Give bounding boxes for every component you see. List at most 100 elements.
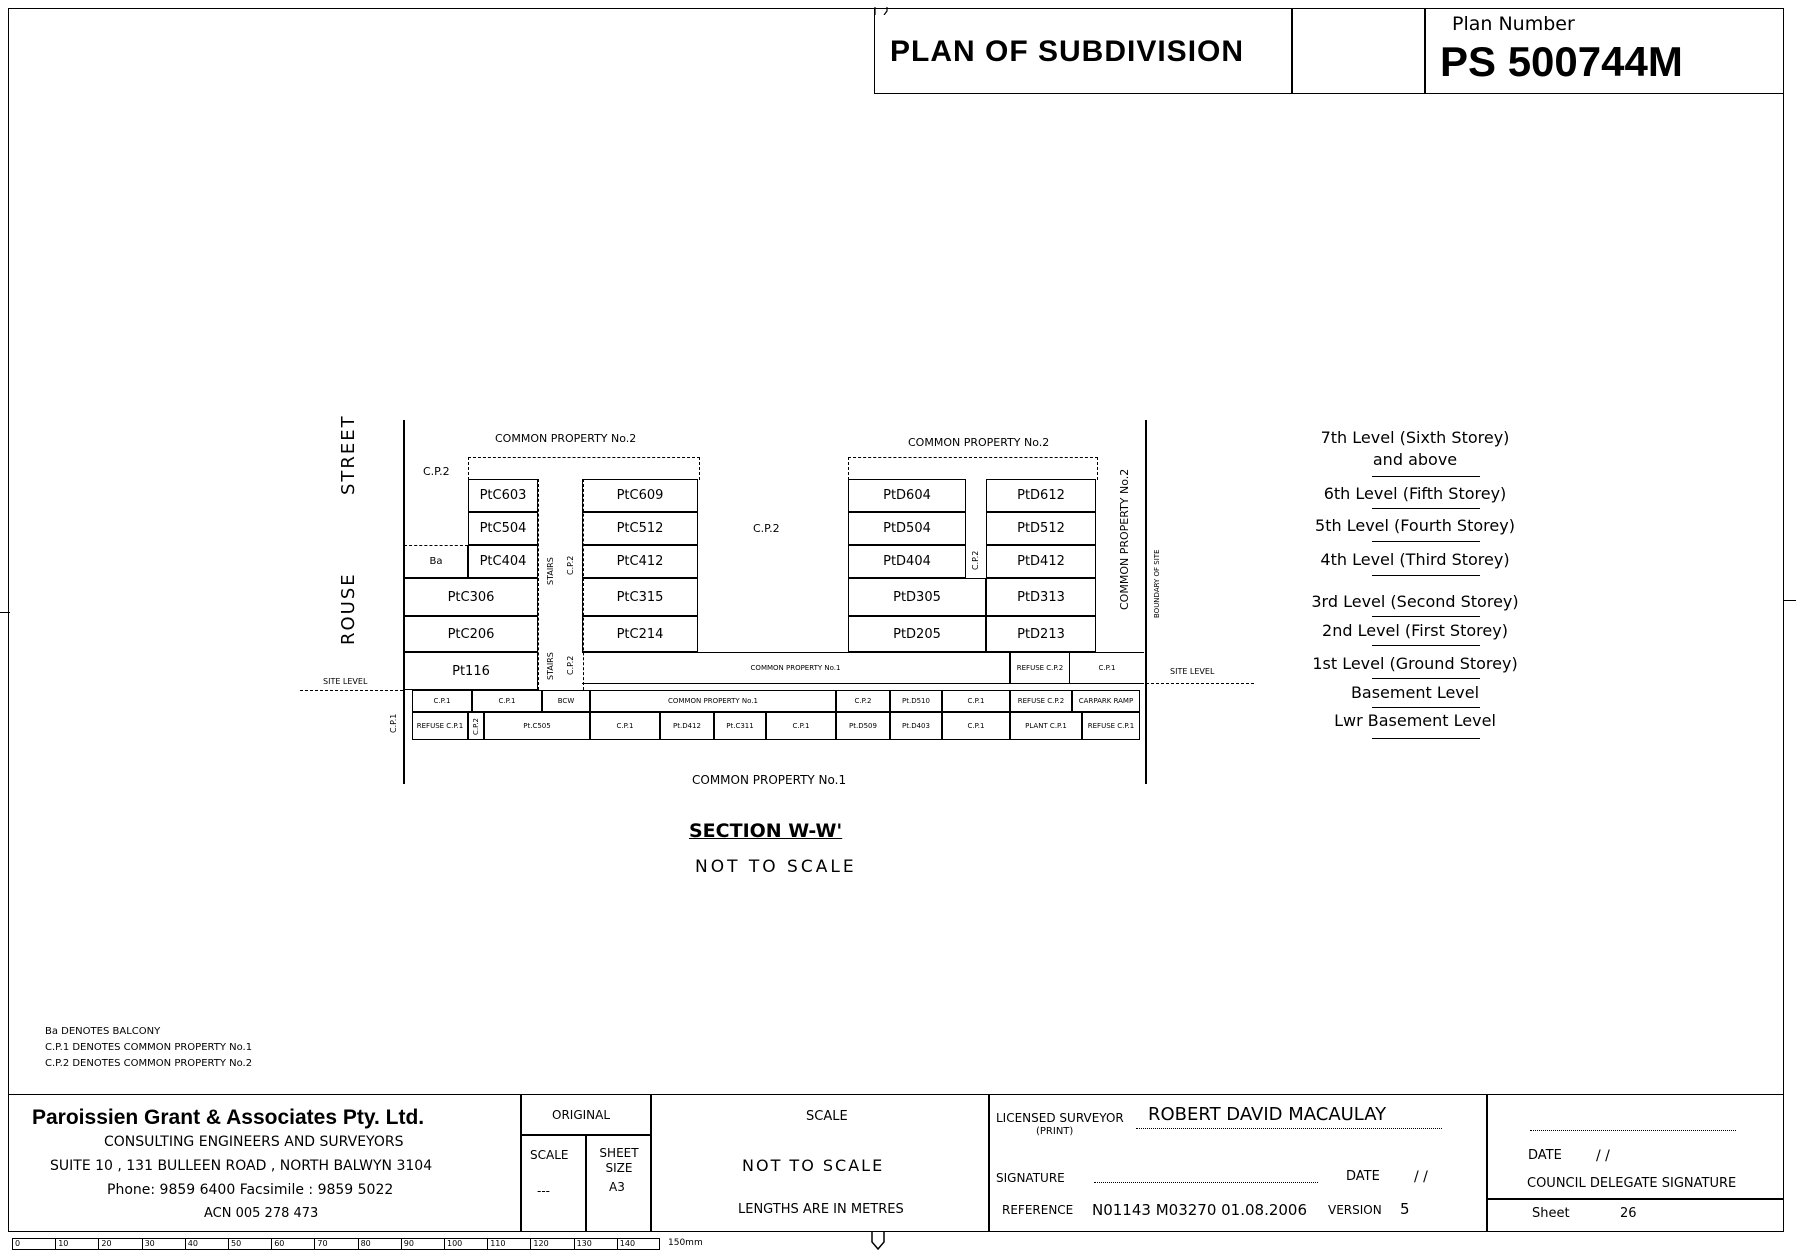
unit-d313: PtD313 bbox=[986, 578, 1096, 616]
ruler-tick bbox=[184, 1238, 186, 1250]
unit-d305: PtD305 bbox=[848, 578, 986, 616]
cp2-vert-4: C.P.2 bbox=[471, 717, 480, 735]
level-line bbox=[1372, 707, 1480, 708]
ruler-tick bbox=[400, 1238, 402, 1250]
ruler-tick bbox=[530, 1238, 532, 1250]
ruler-tick-label: 30 bbox=[144, 1239, 155, 1248]
site-level-line-right bbox=[1146, 683, 1254, 684]
licensed-surveyor-label: LICENSED SURVEYOR bbox=[996, 1111, 1124, 1125]
plan-number-label: Plan Number bbox=[1452, 13, 1575, 35]
ruler-tick bbox=[98, 1238, 100, 1250]
cp2-vert-1: C.P.2 bbox=[566, 555, 575, 575]
unit-c609: PtC609 bbox=[582, 479, 698, 512]
ruler-tick-label: 20 bbox=[101, 1239, 112, 1248]
ruler-tick-label: 100 bbox=[447, 1239, 463, 1248]
cp1-bottom-label: COMMON PROPERTY No.1 bbox=[692, 773, 847, 787]
ruler-tick bbox=[573, 1238, 575, 1250]
title-header-box bbox=[874, 8, 1784, 94]
site-level-line-left bbox=[300, 690, 403, 691]
company-line1: CONSULTING ENGINEERS AND SURVEYORS bbox=[104, 1134, 404, 1150]
signature-line bbox=[1094, 1182, 1318, 1183]
lower-cp1-a: C.P.1 bbox=[590, 712, 660, 740]
reference-value: N01143 M03270 01.08.2006 bbox=[1092, 1201, 1308, 1219]
ruler-tick-label: 60 bbox=[274, 1239, 285, 1248]
street-label-top: STREET bbox=[338, 414, 359, 495]
cp2-vert-2: C.P.2 bbox=[566, 655, 575, 675]
envelope-right bbox=[848, 457, 1098, 480]
tb-div-1 bbox=[520, 1094, 522, 1232]
level-line bbox=[1372, 508, 1480, 509]
unit-c206: PtC206 bbox=[404, 616, 538, 652]
lower-d403: Pt.D403 bbox=[890, 712, 942, 740]
ruler-tick-label: 110 bbox=[490, 1239, 506, 1248]
level-line bbox=[1372, 575, 1480, 576]
unit-c512: PtC512 bbox=[582, 512, 698, 545]
date-label: DATE bbox=[1346, 1169, 1380, 1184]
basement-refuse: REFUSE C.P.2 bbox=[1010, 690, 1072, 712]
basement-cp1-b: C.P.1 bbox=[472, 690, 542, 712]
unit-c404: PtC404 bbox=[468, 545, 538, 578]
ruler-tick bbox=[616, 1238, 618, 1250]
plan-number: PS 500744M bbox=[1440, 38, 1683, 85]
ground-cp1-right: C.P.1 bbox=[1070, 652, 1144, 684]
legend-cp1: C.P.1 DENOTES COMMON PROPERTY No.1 bbox=[45, 1042, 253, 1053]
level-line bbox=[1372, 541, 1480, 542]
reference-label: REFERENCE bbox=[1002, 1203, 1074, 1217]
unit-d404: PtD404 bbox=[848, 545, 966, 578]
ground-refuse: REFUSE C.P.2 bbox=[1010, 652, 1070, 684]
sheet-size-value: A3 bbox=[609, 1180, 625, 1194]
level-line bbox=[1372, 616, 1480, 617]
level-6: 6th Level (Fifth Storey) bbox=[1323, 484, 1507, 503]
surveyor-line bbox=[1136, 1128, 1442, 1129]
ruler-tick-label: 140 bbox=[619, 1239, 636, 1248]
scale-value: --- bbox=[537, 1184, 550, 1198]
top-center-marker bbox=[874, 0, 888, 16]
level-line bbox=[1372, 645, 1480, 646]
ruler-tick bbox=[487, 1238, 489, 1250]
ruler-tick bbox=[141, 1238, 143, 1250]
basement-carpark-ramp: CARPARK RAMP bbox=[1072, 690, 1140, 712]
basement-cp1-a: C.P.1 bbox=[412, 690, 472, 712]
lower-refuse-a: REFUSE C.P.1 bbox=[412, 712, 468, 740]
level-1: 1st Level (Ground Storey) bbox=[1312, 654, 1518, 673]
scale-text: NOT TO SCALE bbox=[742, 1156, 885, 1175]
boundary-left bbox=[403, 420, 405, 784]
company-line3: Phone: 9859 6400 Facsimile : 9859 5022 bbox=[107, 1182, 394, 1198]
level-4: 4th Level (Third Storey) bbox=[1320, 550, 1510, 569]
scale-label: SCALE bbox=[530, 1148, 569, 1162]
version-label: VERSION bbox=[1328, 1203, 1382, 1217]
cp2-label-left: COMMON PROPERTY No.2 bbox=[495, 432, 637, 445]
tb-div-4 bbox=[1486, 1094, 1488, 1232]
level-7-above: and above bbox=[1372, 450, 1458, 469]
print-label: (PRINT) bbox=[1036, 1126, 1074, 1137]
unit-d213: PtD213 bbox=[986, 616, 1096, 652]
vline-header-1 bbox=[1291, 8, 1293, 94]
level-line bbox=[1372, 678, 1480, 679]
edge-marker-left bbox=[0, 612, 10, 613]
level-line bbox=[1372, 738, 1480, 739]
council-signature-line bbox=[1530, 1130, 1736, 1131]
level-lower-basement: Lwr Basement Level bbox=[1334, 711, 1496, 730]
lower-c505: Pt.C505 bbox=[484, 712, 590, 740]
ruler-tick bbox=[271, 1238, 273, 1250]
level-3: 3rd Level (Second Storey) bbox=[1311, 592, 1519, 611]
tb-div-orig bbox=[585, 1134, 587, 1232]
ruler-tick bbox=[228, 1238, 229, 1250]
unit-c315: PtC315 bbox=[582, 578, 698, 616]
lower-cp1-c: C.P.1 bbox=[942, 712, 1010, 740]
council-delegate-label: COUNCIL DELEGATE SIGNATURE bbox=[1527, 1176, 1737, 1191]
sheet-value: 26 bbox=[1620, 1206, 1637, 1221]
envelope-left bbox=[468, 457, 700, 480]
cp2-label-vertical: COMMON PROPERTY No.2 bbox=[1118, 468, 1131, 610]
ruler-tick-label: 10 bbox=[58, 1239, 69, 1248]
basement-d510: Pt.D510 bbox=[890, 690, 942, 712]
lower-c311: Pt.C311 bbox=[714, 712, 766, 740]
section-heading: SECTION W-W' bbox=[689, 820, 843, 842]
sheet-label: Sheet bbox=[1532, 1206, 1570, 1221]
site-level-right: SITE LEVEL bbox=[1170, 667, 1215, 676]
unit-d504: PtD504 bbox=[848, 512, 966, 545]
company-line2: SUITE 10 , 131 BULLEEN ROAD , NORTH BALW… bbox=[50, 1158, 433, 1174]
date-value: / / bbox=[1414, 1169, 1428, 1185]
version-value: 5 bbox=[1400, 1200, 1410, 1218]
stairs-lower: STAIRS bbox=[546, 652, 555, 680]
